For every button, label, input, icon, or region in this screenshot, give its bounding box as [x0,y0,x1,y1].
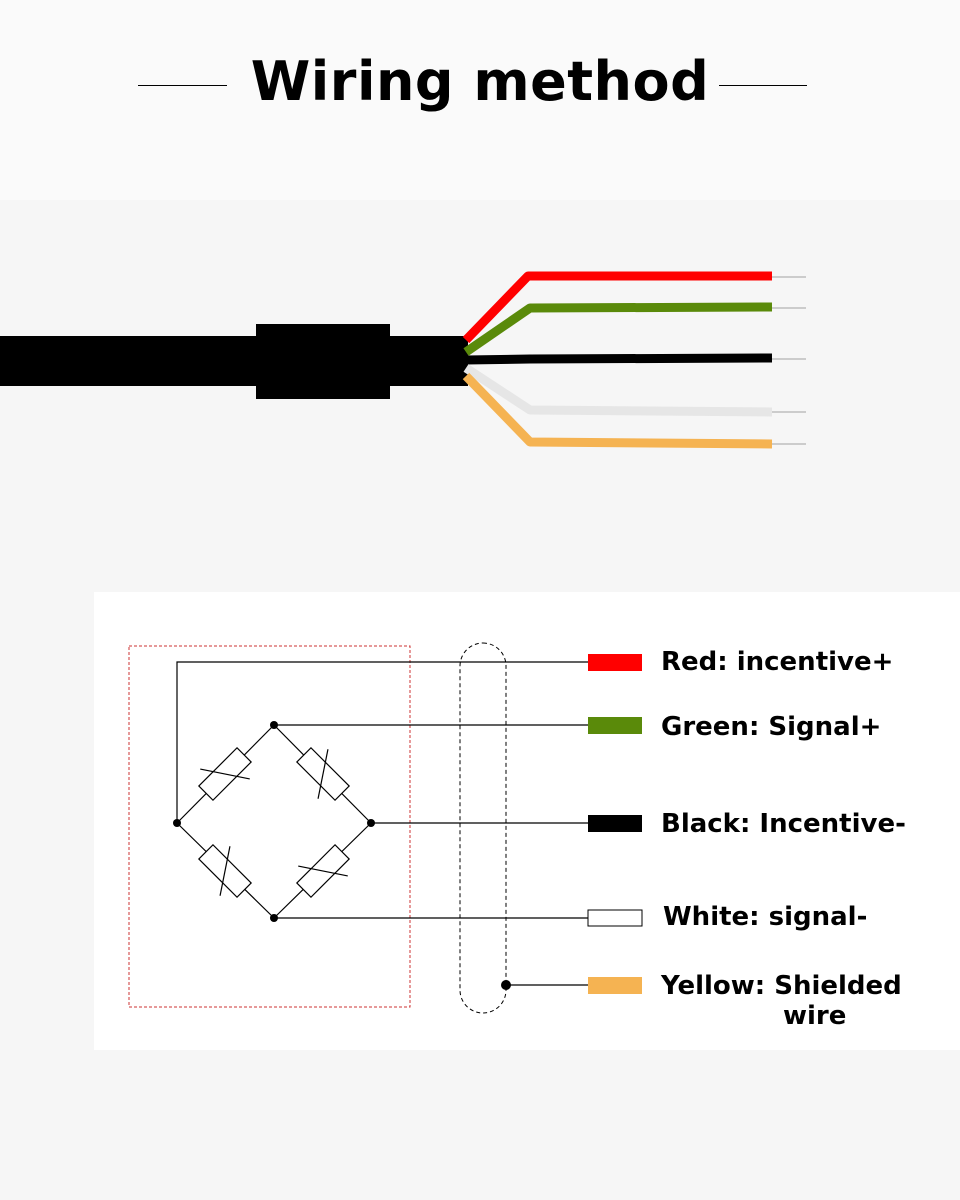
swatch-red [588,654,642,671]
legend-yellow-label-line2: wire [783,1001,847,1031]
legend-white-label: White: signal- [663,902,868,932]
lead-incentive-plus [176,661,588,823]
title-rule-left [138,85,227,86]
legend-yellow-label: Yellow: Shielded [661,971,902,1001]
swatch-yellow [588,977,642,994]
node-left [173,819,181,827]
sensor-frame [128,645,411,1008]
swatch-green [588,717,642,734]
cable-illustration [0,200,960,590]
wire-yellow [462,372,773,449]
cable-svg [0,271,806,449]
header-banner: Wiring method [0,0,960,200]
node-shield [501,980,511,990]
legend-black-label: Black: Incentive- [661,809,906,839]
cable-jacket [0,336,468,386]
wire-red [462,271,772,344]
wire-white [463,364,773,417]
node-bottom [270,914,278,922]
bridge-schematic [128,642,643,1014]
legend-green-label: Green: Signal+ [661,712,882,742]
swatch-white [587,909,643,927]
title-rule-right [719,85,807,86]
schematic-panel: Red: incentive+ Green: Signal+ Black: In… [94,592,960,1050]
node-right [367,819,375,827]
node-top [270,721,278,729]
shield-capsule [459,642,507,1014]
swatch-black [588,815,642,832]
page-title: Wiring method [250,50,710,113]
wire-green [463,302,773,356]
wire-black [465,353,773,365]
cable-sleeve [256,324,390,399]
legend-red-label: Red: incentive+ [661,647,894,677]
